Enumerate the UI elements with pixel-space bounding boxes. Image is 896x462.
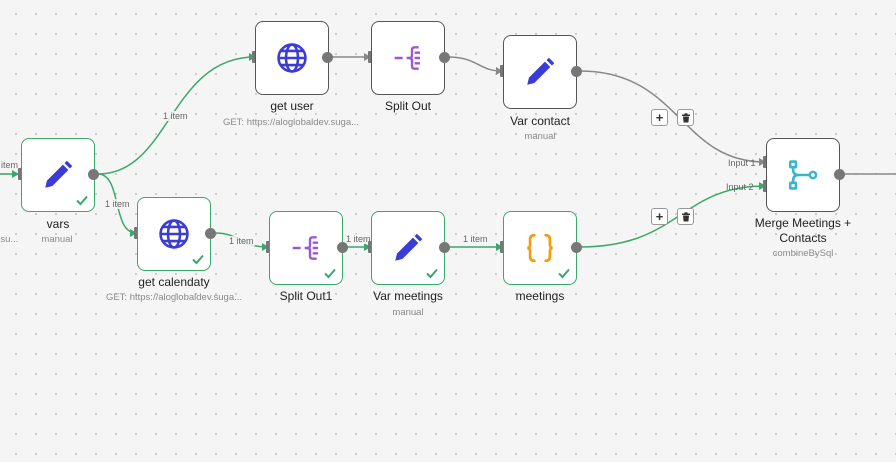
- pencil-icon: [523, 55, 557, 89]
- node-subtitle-vars: manual: [41, 234, 73, 245]
- split-out1-output-port[interactable]: [337, 242, 348, 253]
- success-check-icon: [76, 195, 88, 206]
- node-title-merge-line1: Merge Meetings +: [754, 216, 852, 230]
- success-check-icon: [426, 268, 438, 279]
- split-icon: [290, 232, 322, 264]
- node-meetings[interactable]: [503, 211, 577, 285]
- wire-label-vars-get-user: 1 item: [162, 111, 189, 121]
- wire-label-vars-get-calendaty: 1 item: [104, 199, 131, 209]
- merge-input-2-label: Input 2: [726, 182, 754, 192]
- node-split-out[interactable]: [371, 21, 445, 95]
- vars-output-port[interactable]: [88, 169, 99, 180]
- node-subtitle-var-contact: manual: [524, 131, 556, 142]
- node-subtitle-vars-left: v.su...: [0, 234, 19, 245]
- wire-splitout-varcontact: [447, 56, 503, 72]
- trash-icon: [681, 112, 690, 122]
- vars-input-port[interactable]: [18, 168, 23, 180]
- wire-label-varmeetings-meetings: 1 item: [462, 234, 489, 244]
- merge-input-1-label: Input 1: [728, 158, 756, 168]
- split-out-output-port[interactable]: [439, 52, 450, 63]
- node-split-out1[interactable]: [269, 211, 343, 285]
- node-subtitle-get-calendaty: GET: https://aloglobaldev.suga...: [105, 292, 243, 303]
- trash-icon: [681, 211, 690, 221]
- node-title-meetings: meetings: [515, 289, 565, 303]
- var-meetings-output-port[interactable]: [439, 242, 450, 253]
- success-check-icon: [324, 268, 336, 279]
- node-subtitle-get-user: GET: https://aloglobaldev.suga...: [222, 117, 360, 128]
- code-braces-icon: [523, 231, 557, 265]
- globe-icon: [275, 41, 309, 75]
- merge-output-port[interactable]: [834, 169, 845, 180]
- success-check-icon: [192, 254, 204, 265]
- wire-label-calendaty-splitout1: 1 item: [228, 236, 255, 246]
- node-subtitle-var-meetings: manual: [392, 307, 424, 318]
- node-vars[interactable]: [21, 138, 95, 212]
- node-get-calendaty[interactable]: [137, 197, 211, 271]
- wire-label-incoming: item: [0, 160, 20, 170]
- var-meetings-input-port[interactable]: [368, 241, 373, 253]
- node-title-var-meetings: Var meetings: [373, 289, 443, 303]
- split-icon: [392, 42, 424, 74]
- node-var-meetings[interactable]: [371, 211, 445, 285]
- delete-connection-button[interactable]: [677, 208, 694, 225]
- node-title-split-out1: Split Out1: [279, 289, 333, 303]
- pencil-icon: [391, 231, 425, 265]
- merge-icon: [786, 158, 820, 192]
- node-title-vars: vars: [46, 217, 70, 231]
- node-var-contact[interactable]: [503, 35, 577, 109]
- node-title-var-contact: Var contact: [510, 114, 570, 128]
- var-contact-output-port[interactable]: [571, 66, 582, 77]
- get-user-output-port[interactable]: [322, 52, 333, 63]
- node-title-get-calendaty: get calendaty: [138, 275, 210, 289]
- get-calendaty-output-port[interactable]: [205, 228, 216, 239]
- node-title-merge-line2: Contacts: [779, 231, 827, 245]
- add-node-button[interactable]: +: [651, 208, 668, 225]
- node-title-split-out: Split Out: [384, 99, 432, 113]
- get-calendaty-input-port[interactable]: [134, 227, 139, 239]
- split-out-input-port[interactable]: [368, 51, 373, 63]
- merge-input-1-port[interactable]: [763, 156, 768, 168]
- var-contact-input-port[interactable]: [500, 65, 505, 77]
- split-out1-input-port[interactable]: [266, 241, 271, 253]
- merge-input-2-port[interactable]: [763, 180, 768, 192]
- wire-label-splitout1-varmeetings: 1 item: [345, 234, 372, 244]
- add-node-button[interactable]: +: [651, 109, 668, 126]
- success-check-icon: [558, 268, 570, 279]
- globe-icon: [157, 217, 191, 251]
- pencil-icon: [41, 158, 75, 192]
- meetings-output-port[interactable]: [571, 242, 582, 253]
- delete-connection-button[interactable]: [677, 109, 694, 126]
- meetings-input-port[interactable]: [500, 241, 505, 253]
- node-subtitle-merge: combineBySql: [772, 248, 834, 259]
- get-user-input-port[interactable]: [252, 51, 257, 63]
- node-merge[interactable]: [766, 138, 840, 212]
- node-title-get-user: get user: [270, 99, 314, 113]
- node-get-user[interactable]: [255, 21, 329, 95]
